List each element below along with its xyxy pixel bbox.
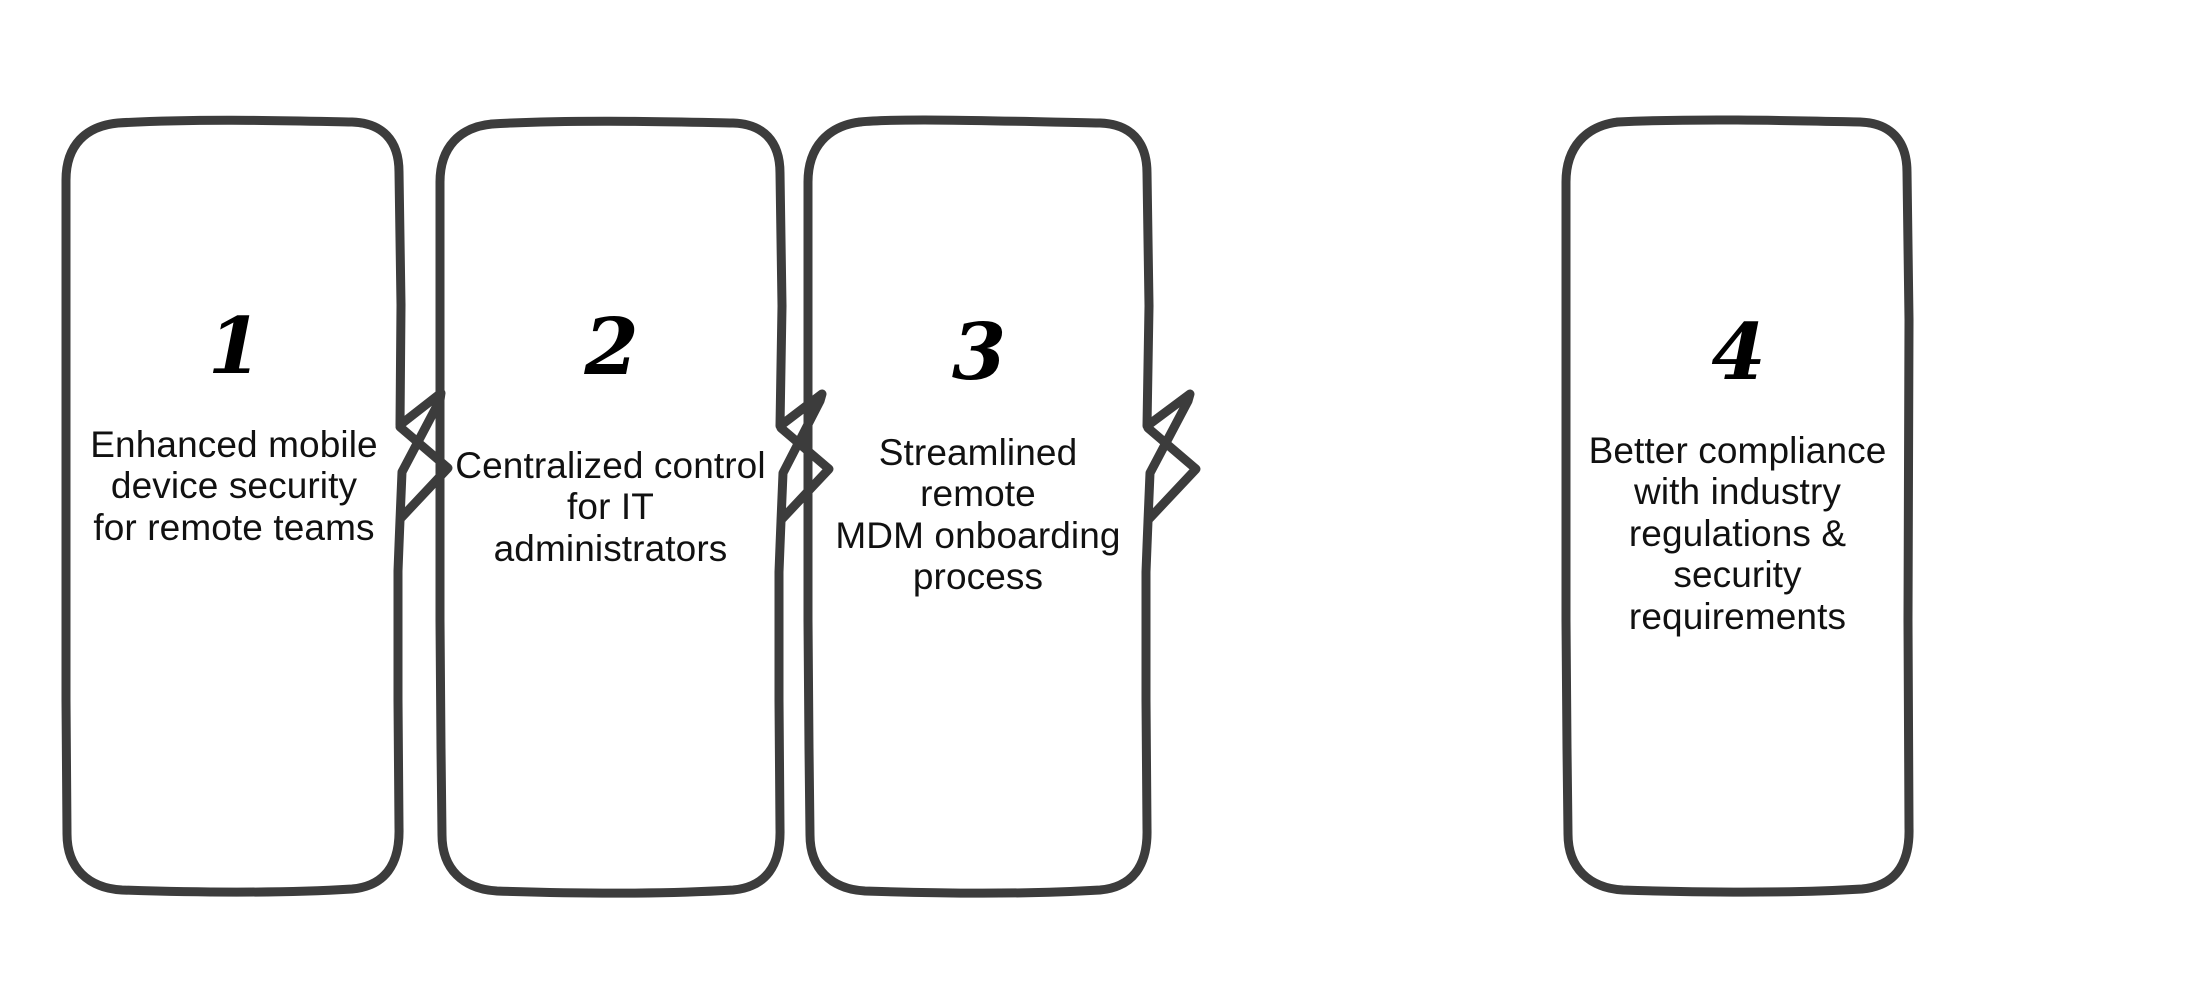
step-3-line-2: MDM onboarding [835, 514, 1121, 556]
card-3-outline[interactable] [803, 115, 1195, 898]
step-4-line-1: Better compliance [1588, 430, 1887, 471]
step-2-line-1: Centralized control [455, 445, 766, 486]
card-4-content: 4 Better compliance with industry regula… [1566, 122, 1909, 890]
card-3-content: 3 Streamlined remote MDM onboarding proc… [808, 122, 1148, 890]
step-number-4: 4 [1711, 307, 1765, 398]
step-2-line-2: for IT administrators [493, 486, 728, 569]
card-2-outline[interactable] [435, 116, 827, 898]
card-1-outline[interactable] [61, 115, 446, 897]
step-number-3: 3 [951, 307, 1006, 398]
card-2-content: 2 Centralized control for IT administrat… [440, 124, 781, 892]
step-3-line-3: process [912, 556, 1044, 598]
step-4-line-4: requirements [1628, 595, 1847, 637]
step-1-line-1: Enhanced mobile [90, 424, 378, 465]
card-4-outline[interactable] [1561, 115, 1914, 897]
step-label-4: Better compliance with industry regulati… [1573, 430, 1903, 637]
step-4-line-2: with industry [1634, 471, 1841, 513]
step-label-2: Centralized control for IT administrator… [451, 445, 771, 569]
step-number-2: 2 [584, 302, 638, 393]
step-label-1: Enhanced mobile device security for remo… [84, 424, 384, 548]
step-4-line-3: regulations & security [1628, 512, 1847, 596]
step-3-line-1: Streamlined remote [878, 432, 1078, 515]
chevron-right-icon-1 [395, 422, 453, 523]
chevron-right-icon-3 [1143, 423, 1201, 524]
step-number-1: 1 [207, 301, 262, 392]
card-1-content: 1 Enhanced mobile device security for re… [66, 123, 402, 891]
chevron-right-icon-2 [776, 423, 834, 524]
step-1-line-3: for remote teams [93, 506, 375, 548]
step-label-3: Streamlined remote MDM onboarding proces… [818, 432, 1138, 598]
step-1-line-2: device security [110, 465, 358, 507]
